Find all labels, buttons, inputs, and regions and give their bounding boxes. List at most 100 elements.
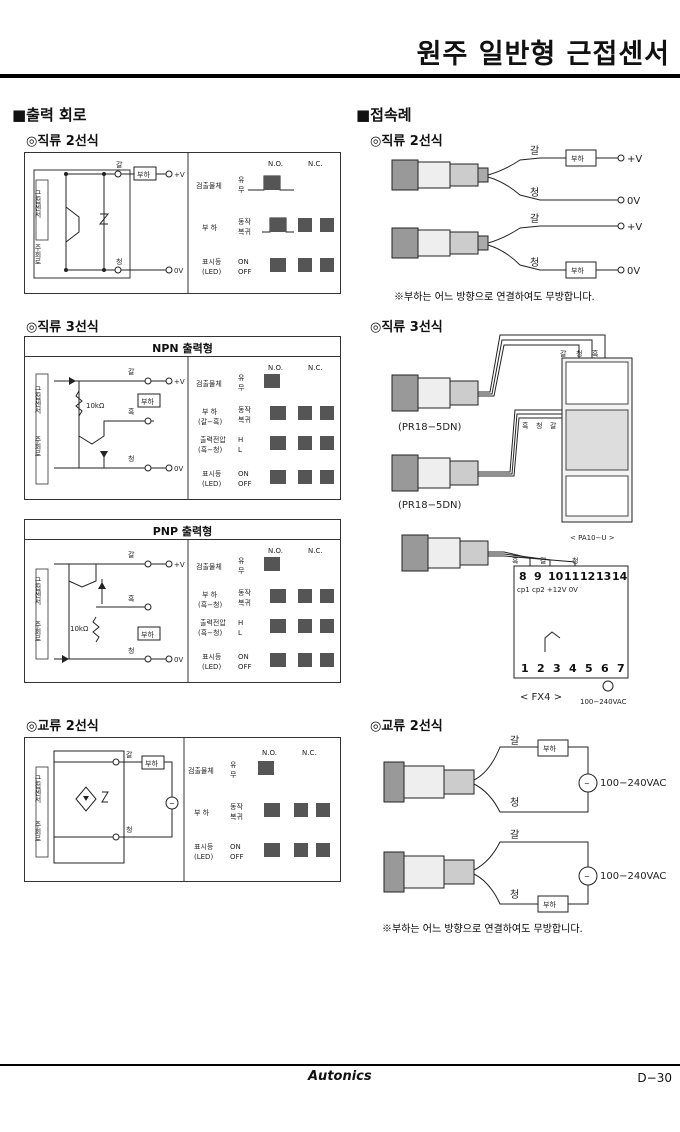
svg-text:OFF: OFF: [238, 480, 252, 488]
svg-text:부하: 부하: [145, 759, 158, 768]
svg-text:(흑−청): (흑−청): [198, 600, 222, 609]
svg-text:출력전압: 출력전압: [200, 435, 226, 444]
svg-text:검출물체: 검출물체: [196, 379, 222, 388]
svg-text:(LED): (LED): [194, 853, 213, 861]
svg-text:(PR18−5DN): (PR18−5DN): [398, 422, 462, 433]
svg-text:근접센서: 근접센서: [34, 775, 42, 804]
svg-text:(PR18−5DN): (PR18−5DN): [398, 500, 462, 511]
svg-text:5: 5: [585, 662, 593, 675]
svg-text:ON: ON: [230, 843, 241, 851]
sensor-icon-7: [383, 851, 475, 893]
svg-text:14: 14: [612, 570, 628, 583]
npn-circuit-diagram: 근접센서 주회로 10kΩ 갈 흑 청 부하 +V 0V N.O. N.C. 검…: [34, 356, 334, 500]
svg-text:ON: ON: [238, 653, 249, 661]
svg-text:검출물체: 검출물체: [188, 766, 214, 775]
svg-text:(갈−흑): (갈−흑): [198, 417, 222, 426]
svg-text:갈: 갈: [540, 557, 547, 565]
sensor-icon-3: [391, 374, 479, 412]
svg-text:부하: 부하: [141, 630, 154, 639]
page-title: 원주 일반형 근접센서: [416, 39, 670, 70]
svg-text:유: 유: [238, 176, 245, 184]
svg-text:0V: 0V: [627, 266, 640, 277]
svg-text:근접센서: 근접센서: [34, 386, 42, 415]
svg-text:N.O.: N.O.: [268, 547, 283, 555]
svg-text:갈: 갈: [128, 551, 135, 559]
svg-text:100−240VAC: 100−240VAC: [600, 871, 666, 882]
svg-text:청: 청: [572, 557, 578, 565]
svg-text:3: 3: [553, 662, 561, 675]
svg-text:+V: +V: [627, 222, 642, 233]
ac2-circuit-diagram: 근접센서 주회로 갈 청 부하 ~ N.O. N.C. 검출물체 유무 부 하 …: [34, 737, 330, 882]
svg-text:무: 무: [238, 384, 245, 392]
right-ac2-title: ◎교류 2선식: [370, 719, 443, 734]
svg-text:(흑−청): (흑−청): [198, 628, 222, 637]
dc2-0v: 0V: [174, 267, 183, 275]
svg-text:청: 청: [576, 350, 582, 358]
sensor-icon-5: [401, 534, 489, 572]
main-label-1: 주회로: [34, 244, 42, 265]
sensor-icon-2: [391, 227, 489, 259]
ac2-circuit-box: [24, 737, 341, 882]
svg-text:~: ~: [584, 873, 590, 881]
svg-text:N.O.: N.O.: [268, 364, 283, 372]
svg-text:OFF: OFF: [238, 268, 252, 276]
svg-text:100−240VAC: 100−240VAC: [600, 778, 666, 789]
svg-text:복귀: 복귀: [230, 812, 243, 821]
svg-text:흑: 흑: [592, 349, 599, 358]
header-rule: [0, 74, 680, 78]
svg-text:부하: 부하: [543, 900, 556, 909]
svg-text:2: 2: [537, 662, 545, 675]
svg-text:10kΩ: 10kΩ: [86, 402, 105, 410]
dc2-vplus: +V: [174, 171, 185, 179]
svg-text:(흑−청): (흑−청): [198, 445, 222, 454]
svg-text:청: 청: [510, 889, 519, 901]
svg-text:복귀: 복귀: [238, 598, 251, 607]
pa10-controller: [561, 357, 633, 523]
svg-text:L: L: [238, 629, 242, 637]
svg-text:갈: 갈: [530, 144, 539, 157]
svg-text:9: 9: [534, 570, 542, 583]
svg-text:갈: 갈: [560, 350, 567, 358]
svg-text:갈: 갈: [510, 828, 519, 841]
svg-text:N.C.: N.C.: [302, 749, 317, 757]
pnp-circuit-diagram: 근접센서 주회로 10kΩ 갈 흑 청 부하 +V 0V N.O. N.C. 검…: [34, 539, 334, 683]
svg-text:청: 청: [128, 455, 134, 463]
svg-text:+V: +V: [627, 154, 642, 165]
svg-text:유: 유: [230, 761, 237, 769]
svg-text:H: H: [238, 619, 243, 627]
dc3-connection-diagram: (PR18−5DN) (PR18−5DN) 갈 청 흑 흑 청 갈 < PA10…: [391, 334, 633, 706]
svg-text:10: 10: [548, 570, 564, 583]
right-dc2-title: ◎직류 2선식: [370, 134, 443, 149]
svg-text:청: 청: [126, 826, 132, 834]
svg-text:L: L: [238, 446, 242, 454]
svg-text:갈: 갈: [128, 368, 135, 376]
left-ac2-title: ◎교류 2선식: [26, 719, 99, 734]
svg-text:10kΩ: 10kΩ: [70, 625, 89, 633]
svg-text:흑: 흑: [128, 407, 135, 416]
svg-text:< FX4 >: < FX4 >: [520, 692, 562, 703]
svg-text:표시등: 표시등: [202, 653, 222, 661]
svg-text:표시등: 표시등: [202, 470, 222, 478]
right-heading: ■접속례: [356, 106, 412, 124]
sensor-icon: [391, 159, 489, 191]
dc2-circuit-diagram: 근접센서 주회로 갈 청 부하 +V 0V N.O. N.C. 검출물체 유무 …: [33, 152, 334, 294]
svg-text:동작: 동작: [238, 405, 251, 414]
dc2-detect: 검출물체: [196, 181, 222, 190]
pnp-title: PNP 출력형: [152, 525, 213, 538]
svg-text:무: 무: [238, 186, 245, 194]
right-dc3-title: ◎직류 3선식: [370, 320, 443, 335]
sensor-icon-4: [391, 454, 479, 492]
svg-text:부하: 부하: [141, 397, 154, 406]
svg-text:H: H: [238, 436, 243, 444]
svg-text:cp1 cp2 +12V 0V: cp1 cp2 +12V 0V: [517, 586, 578, 594]
svg-text:청: 청: [510, 797, 519, 809]
svg-text:갈: 갈: [126, 751, 133, 759]
svg-text:부하: 부하: [571, 154, 584, 163]
svg-text:출력전압: 출력전압: [200, 618, 226, 627]
svg-text:4: 4: [569, 662, 577, 675]
svg-text:100−240VAC: 100−240VAC: [580, 698, 627, 706]
svg-text:※부하는 어느 방향으로 연결하여도 무방합니다.: ※부하는 어느 방향으로 연결하여도 무방합니다.: [382, 922, 583, 935]
svg-text:유: 유: [238, 557, 245, 565]
svg-text:부 하: 부 하: [202, 590, 218, 599]
svg-text:주회로: 주회로: [34, 436, 42, 457]
